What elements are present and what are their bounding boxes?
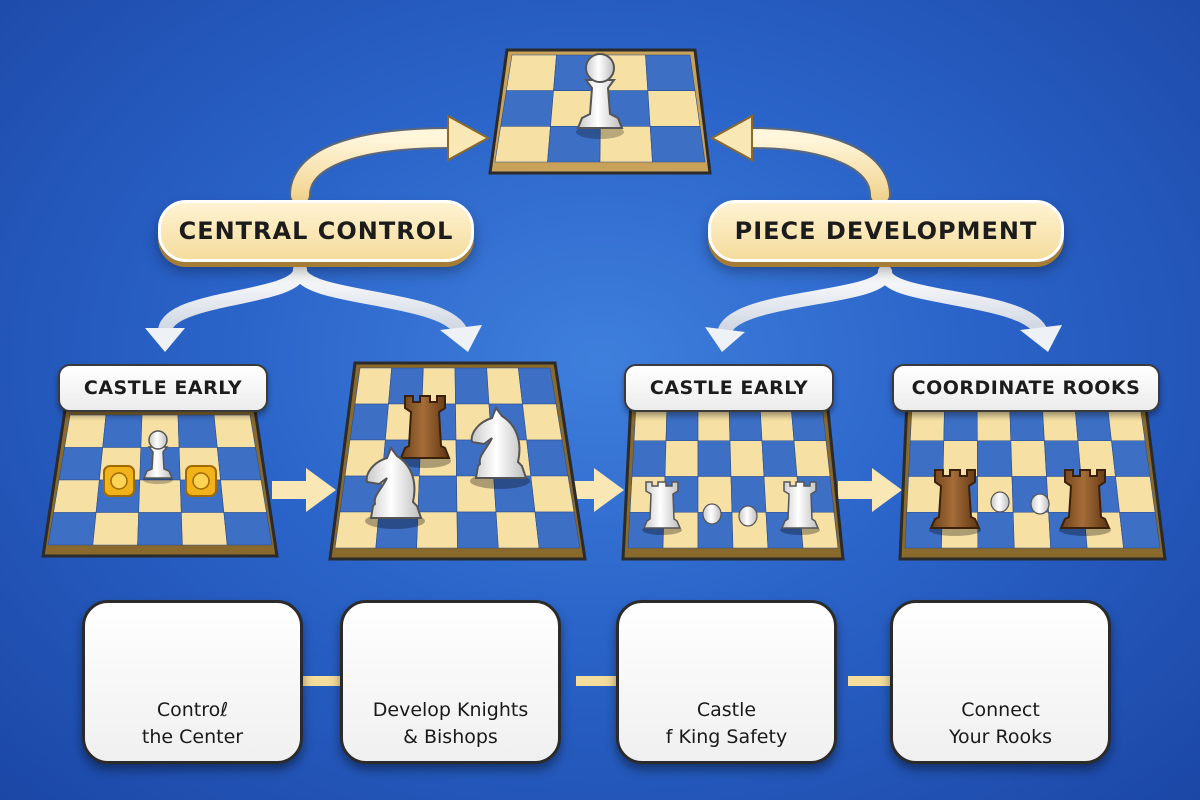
stage1-pawn <box>142 430 174 484</box>
stage1-board <box>41 408 279 558</box>
board-square <box>354 367 392 405</box>
board-square <box>494 126 551 163</box>
stage4-tag: COORDINATE ROOKS <box>892 364 1160 412</box>
card-connect-rooks: Connect Your Rooks <box>890 600 1111 764</box>
board-square <box>138 479 182 513</box>
card-line1: Connect <box>961 699 1040 721</box>
board-square <box>697 440 732 477</box>
board-square <box>137 512 183 546</box>
card-line1: Castle <box>696 699 757 721</box>
stage3-white-rook-left <box>642 481 682 535</box>
board-square <box>729 440 765 477</box>
card-line1: Develop Knights <box>372 699 529 721</box>
board-square <box>213 414 256 448</box>
board-square <box>220 479 267 513</box>
board-square <box>58 447 104 481</box>
stage1-gold-coin-left <box>103 465 135 497</box>
board-square <box>454 367 490 405</box>
board-square <box>645 54 696 91</box>
board-square <box>522 403 563 441</box>
board-square <box>1044 440 1082 477</box>
stage3-tag: CASTLE EARLY <box>624 364 834 412</box>
board-square <box>793 440 831 477</box>
board-square <box>456 511 499 549</box>
card-control-center: Controℓ the Center <box>82 600 303 764</box>
board-square <box>500 90 554 127</box>
board-square <box>530 475 575 513</box>
board-square <box>517 367 557 405</box>
board-square <box>53 479 100 513</box>
flow-arrow-3 <box>838 468 902 512</box>
card-line2: & Bishops <box>403 726 498 748</box>
board-square <box>534 511 581 549</box>
card-line1: Controℓ <box>156 699 229 721</box>
branch-piece-development: PIECE DEVELOPMENT <box>708 200 1064 262</box>
board-square <box>177 414 218 448</box>
flow-arrow-1 <box>272 468 336 512</box>
board-square <box>216 447 262 481</box>
board-square <box>1119 511 1161 549</box>
board-square <box>977 511 1015 549</box>
board-square <box>1111 440 1151 477</box>
board-square <box>416 511 458 549</box>
board-square <box>505 54 557 91</box>
card-line2: f King Safety <box>665 726 788 748</box>
board-square <box>92 512 140 546</box>
board-square <box>1010 440 1047 477</box>
board-square <box>64 414 107 448</box>
stage3-board <box>621 398 845 561</box>
stage2-board <box>328 361 587 561</box>
board-square <box>647 90 701 127</box>
stage2-knight-back <box>470 405 530 489</box>
card-line2: Your Rooks <box>948 726 1053 748</box>
pieces <box>103 53 1111 536</box>
card-connectors <box>298 676 896 686</box>
stage2-brown-rook <box>399 395 451 468</box>
board-square <box>664 440 699 477</box>
stage4-brown-rook-left <box>929 469 981 536</box>
board-square <box>417 475 458 513</box>
board-square <box>977 440 1013 477</box>
board-square <box>1012 511 1052 549</box>
board-square <box>486 367 523 405</box>
board-square <box>761 440 798 477</box>
fork-arrows <box>145 263 1062 352</box>
stage1-tag: CASTLE EARLY <box>58 364 268 412</box>
board-square <box>349 403 389 441</box>
board-square <box>180 512 228 546</box>
branch-central-control: CENTRAL CONTROL <box>158 200 474 262</box>
board-square <box>649 126 706 163</box>
card-castle-king-safety: Castle f King Safety <box>616 600 837 764</box>
top-board-pawn <box>576 53 624 139</box>
board-square <box>631 440 667 477</box>
stage3-small-pieces <box>702 503 758 527</box>
stage4-brown-rook-right <box>1059 469 1111 536</box>
board-square <box>1115 476 1156 513</box>
card-develop-knights: Develop Knights & Bishops <box>340 600 561 764</box>
stage4-small-pieces <box>990 491 1050 515</box>
up-arrows <box>289 114 891 206</box>
stage2-knight-front <box>365 445 425 529</box>
board-square <box>495 511 540 549</box>
board-square <box>102 414 143 448</box>
board-square <box>223 512 273 546</box>
stage1-gold-coin-right <box>185 465 217 497</box>
board-square <box>526 439 569 477</box>
stage3-white-rook-right <box>780 481 820 535</box>
board-square <box>47 512 97 546</box>
card-line2: the Center <box>141 726 244 748</box>
